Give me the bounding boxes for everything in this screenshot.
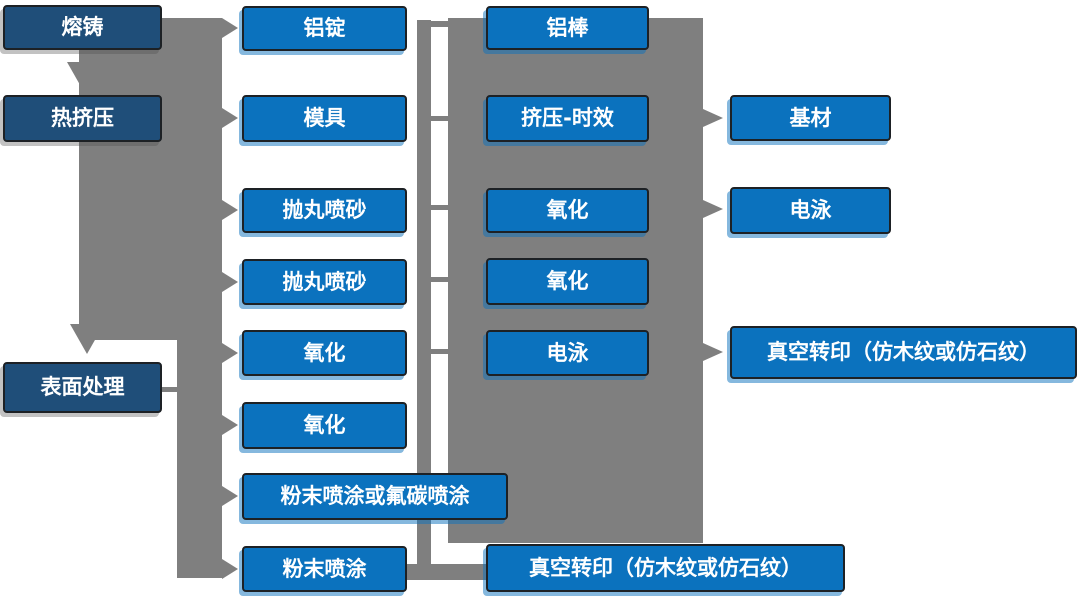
node-base-material: 基材 — [730, 95, 891, 141]
arrow-to-oxidation-b-icon — [222, 415, 238, 435]
connector-stub-row4 — [431, 277, 448, 282]
arrow-to-powder-coating-icon — [222, 559, 238, 579]
arrow-to-shot-blasting-1-icon — [222, 200, 238, 220]
arrow-down-to-surface-treatment-icon — [70, 324, 104, 354]
node-surface-treatment: 表面处理 — [3, 362, 162, 413]
connector-bar-middle — [417, 20, 431, 578]
arrow-to-oxidation-a-icon — [222, 343, 238, 363]
node-electrophoresis-b: 电泳 — [730, 187, 891, 234]
connector-band-left-upper — [79, 18, 222, 340]
node-hot-extrusion: 热挤压 — [3, 95, 162, 142]
node-shot-blasting-2: 抛丸喷砂 — [242, 259, 407, 305]
connector-stub-row5 — [431, 349, 448, 354]
arrow-to-vacuum-transfer-right-icon — [703, 343, 723, 361]
node-oxidation-d: 氧化 — [486, 258, 649, 305]
node-melting: 熔铸 — [3, 5, 162, 50]
arrow-to-aluminum-ingot-icon — [222, 18, 238, 38]
arrow-down-to-hot-extrusion-icon — [67, 62, 101, 92]
node-mold: 模具 — [242, 95, 407, 142]
node-oxidation-b: 氧化 — [242, 402, 407, 449]
node-extrusion-aging: 挤压-时效 — [486, 95, 649, 142]
node-aluminum-bar: 铝棒 — [486, 6, 649, 50]
connector-bottom-to-vacuum-transfer — [406, 564, 486, 580]
connector-stub-row3 — [431, 205, 448, 210]
arrow-to-shot-blasting-2-icon — [222, 272, 238, 292]
connector-stub-surface-treatment — [160, 387, 178, 392]
connector-stub-row1 — [431, 21, 448, 27]
node-powder-coating: 粉末喷涂 — [242, 546, 407, 592]
arrow-to-mold-icon — [222, 108, 238, 128]
node-powder-or-fluorocarbon-coating: 粉末喷涂或氟碳喷涂 — [242, 473, 508, 520]
node-aluminum-ingot: 铝锭 — [242, 6, 407, 51]
connector-band-left-lower — [177, 335, 222, 578]
connector-stub-row2 — [431, 116, 448, 121]
node-oxidation-a: 氧化 — [242, 330, 407, 376]
node-electrophoresis-a: 电泳 — [486, 330, 649, 376]
node-shot-blasting-1: 抛丸喷砂 — [242, 188, 407, 233]
arrow-to-electrophoresis-b-icon — [703, 200, 723, 218]
node-oxidation-c: 氧化 — [486, 188, 649, 233]
node-vacuum-transfer-bottom: 真空转印（仿木纹或仿石纹） — [486, 544, 845, 592]
node-vacuum-transfer-right: 真空转印（仿木纹或仿石纹） — [730, 326, 1077, 379]
arrow-to-base-material-icon — [703, 109, 723, 127]
arrow-to-powder-or-fluorocarbon-icon — [222, 486, 238, 506]
